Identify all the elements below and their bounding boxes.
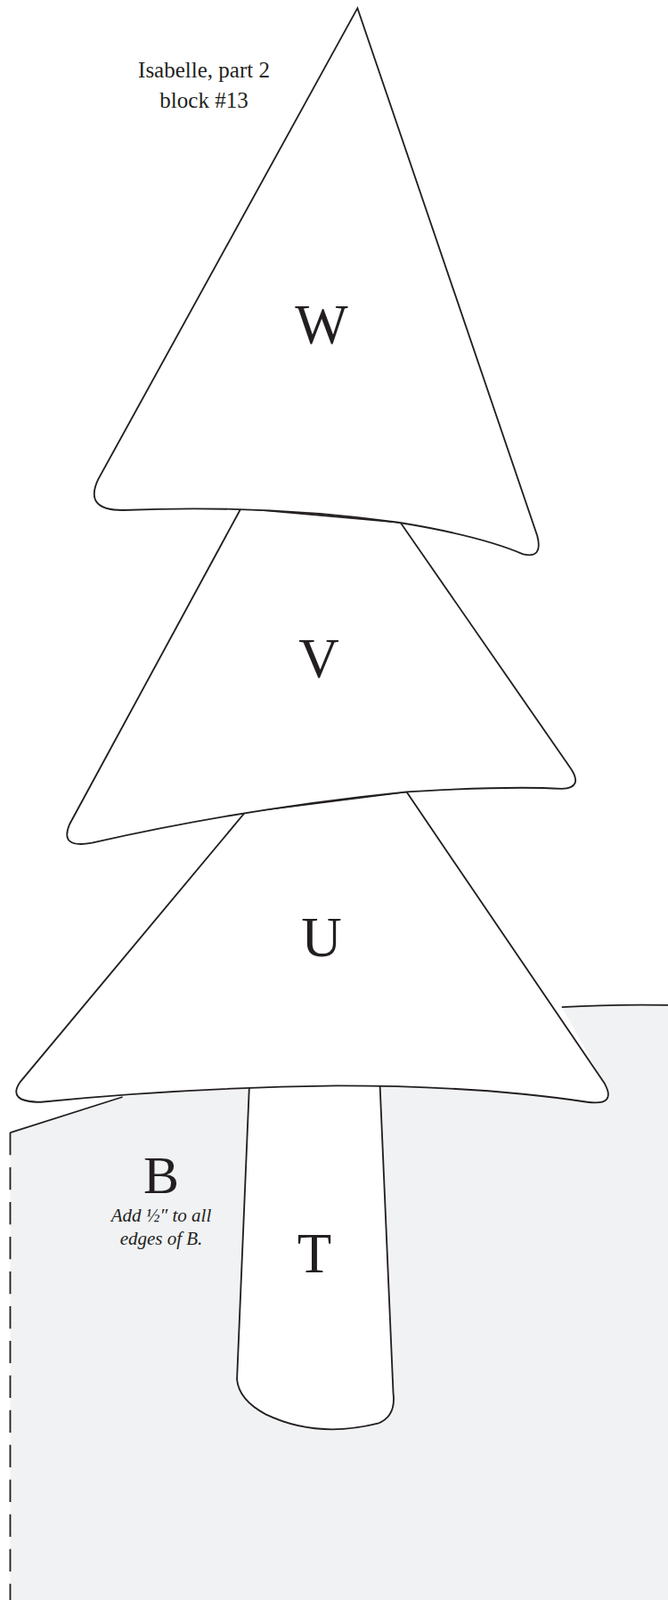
cutting-note: Add ½″ to all edges of B.	[94, 1204, 229, 1252]
background-piece: BAdd ½″ to all edges of B. T	[10, 1104, 668, 1600]
piece-letter: T	[297, 1226, 332, 1283]
piece-letter: B	[143, 1148, 180, 1203]
tree-tier-piece: V	[294, 627, 343, 692]
tree-top-tier	[94, 8, 539, 555]
tree-tier-piece: W	[291, 293, 351, 358]
tree-middle-tier	[66, 508, 576, 845]
background-top-edge	[9, 1097, 123, 1133]
block-title: Isabelle, part 2 block #13	[123, 55, 285, 116]
trunk-piece: T	[293, 1222, 335, 1287]
background-right-edge	[562, 1005, 668, 1009]
tree-tier-piece: U	[297, 906, 346, 970]
tree-trunk-shape	[236, 1085, 394, 1430]
piece-letter: U	[301, 910, 343, 967]
piece-letter: W	[294, 297, 348, 354]
piece-letter: V	[298, 631, 340, 688]
seam-allowance-dashed-line	[9, 1132, 12, 1600]
